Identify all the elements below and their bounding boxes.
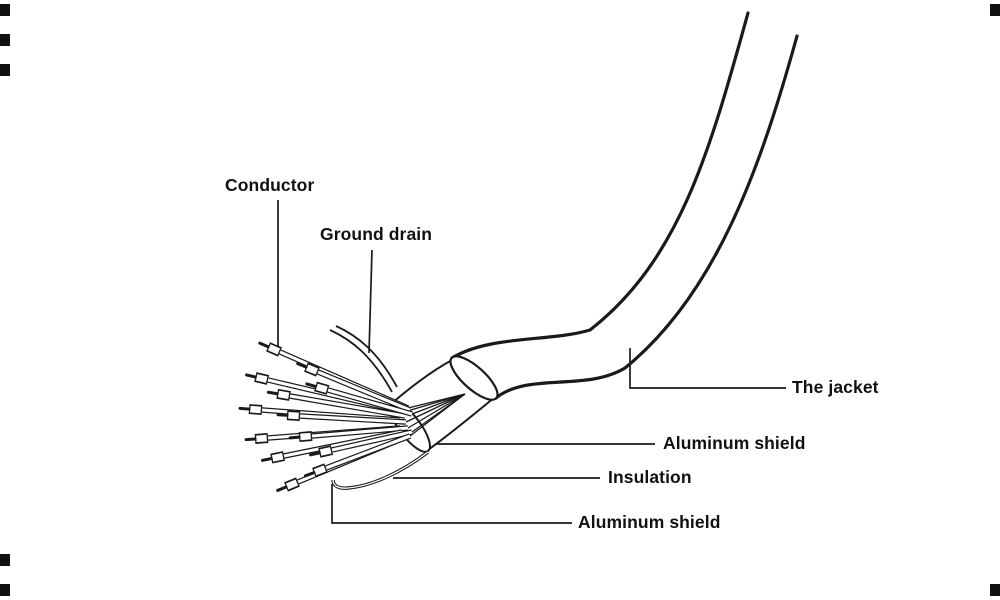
label-aluminum-shield-inner: Aluminum shield (578, 512, 721, 532)
aluminum-shield-inner-leader (331, 484, 572, 524)
leader-lines (277, 200, 786, 524)
wire-fan (238, 341, 466, 492)
label-aluminum-shield-outer: Aluminum shield (663, 433, 806, 453)
ground-drain-leader (368, 249, 373, 354)
edge-artifacts (0, 4, 1000, 596)
ground-drain-wire (329, 325, 430, 490)
label-insulation: Insulation (608, 467, 692, 487)
jacket-cut-rim (449, 355, 499, 401)
label-the-jacket: The jacket (792, 377, 879, 397)
label-ground-drain: Ground drain (320, 224, 433, 244)
jacket-shape (450, 11, 799, 400)
label-conductor: Conductor (225, 175, 315, 195)
jacket-leader (629, 348, 786, 389)
